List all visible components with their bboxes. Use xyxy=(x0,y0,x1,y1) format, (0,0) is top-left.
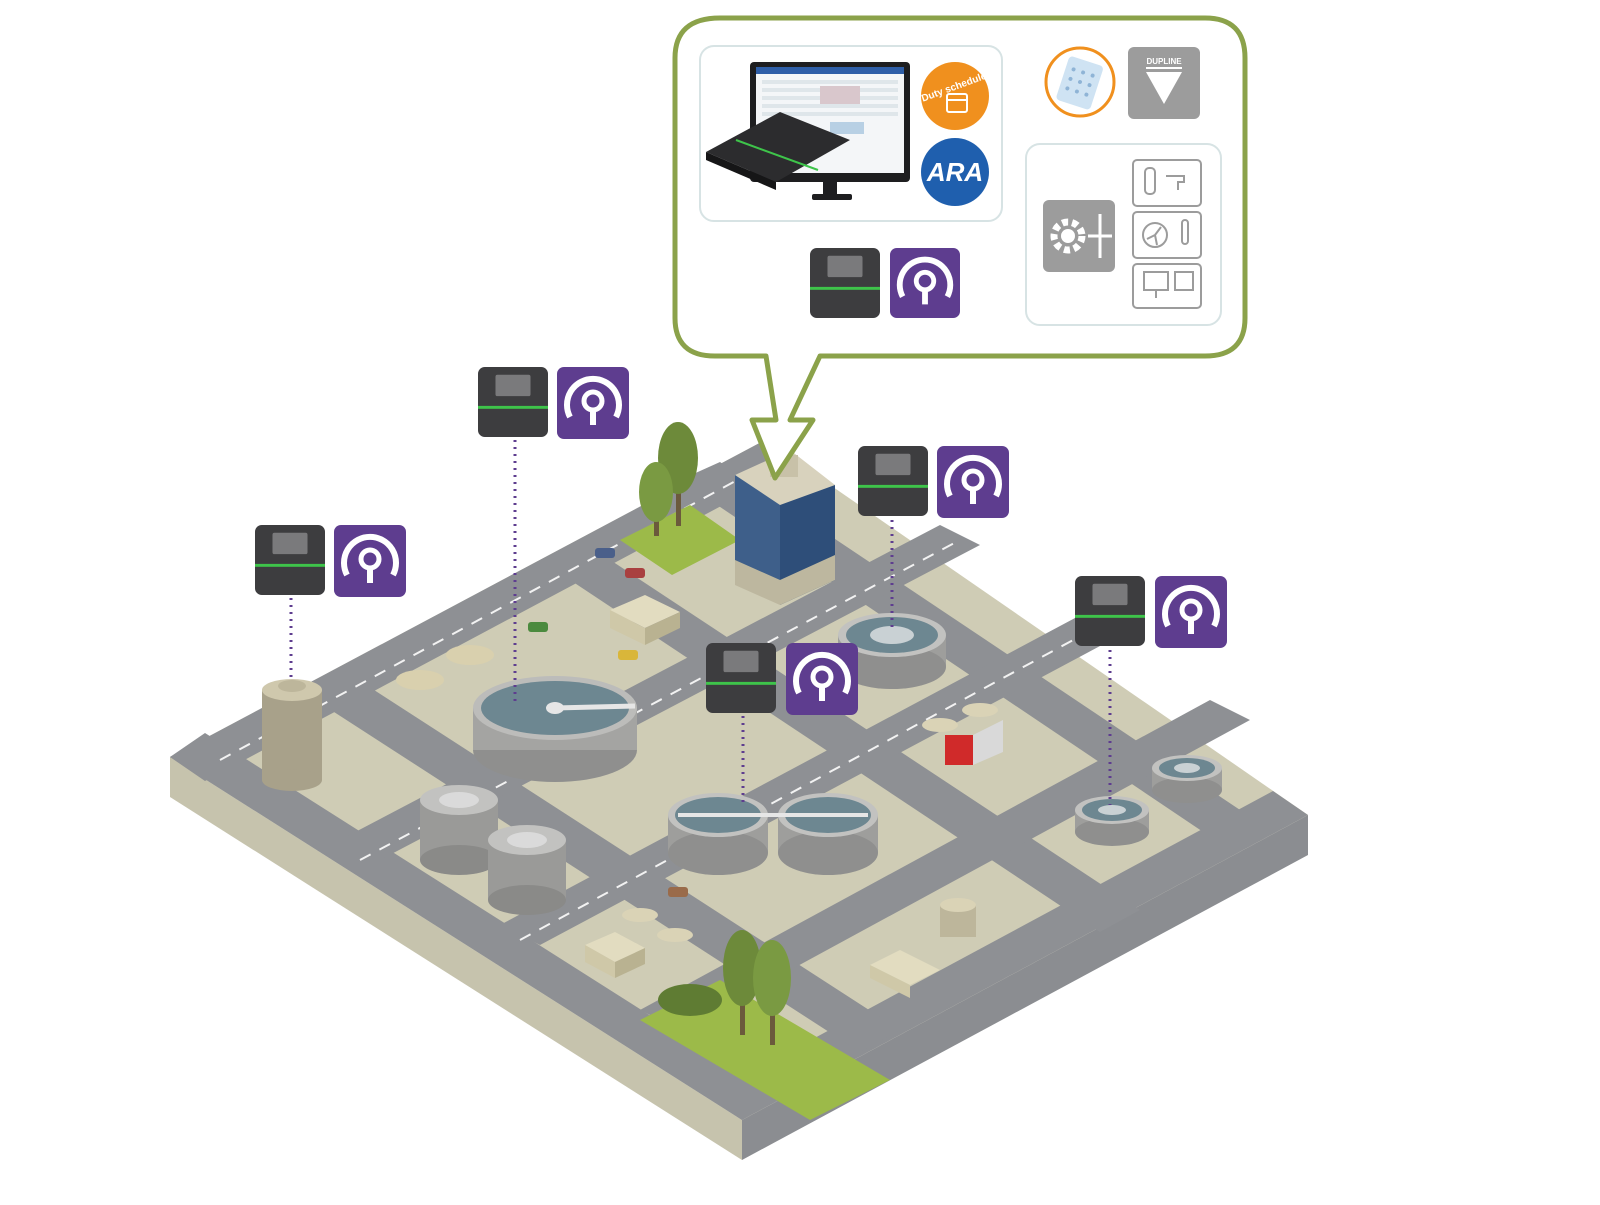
dupline-label: DUPLINE xyxy=(1146,57,1182,66)
duty-schedule-badge: Duty schedule xyxy=(920,62,989,130)
gateway-group-far-left xyxy=(255,525,406,682)
gear-hub-icon xyxy=(1043,200,1115,272)
gateway-icon xyxy=(858,446,928,516)
ara-label: ARA xyxy=(926,157,983,187)
storage-tanks-small xyxy=(396,645,494,690)
digester-tanks xyxy=(420,785,566,915)
callout-cloud-icon xyxy=(890,248,960,318)
pump-tap-icon xyxy=(1132,159,1202,207)
dupline-icon: DUPLINE xyxy=(1128,47,1200,119)
gateway-markers xyxy=(255,367,1227,805)
gateway-icon xyxy=(706,643,776,713)
vehicles xyxy=(528,548,1003,897)
cloud-access-icon xyxy=(557,367,629,439)
gateway-icon xyxy=(1075,576,1145,646)
fan-thermometer-icon xyxy=(1132,211,1202,259)
tablet-app-icon xyxy=(1044,46,1116,118)
callout-gateway-icon xyxy=(810,248,880,318)
cloud-access-icon xyxy=(786,643,858,715)
park-area xyxy=(620,422,890,1120)
gateway-icon xyxy=(255,525,325,595)
gateway-group-right xyxy=(1075,576,1227,805)
clarifier-large xyxy=(473,676,637,782)
cloud-access-icon xyxy=(334,525,406,597)
twin-clarifiers xyxy=(668,793,878,875)
scada-workstation xyxy=(706,62,910,200)
silo-left xyxy=(262,679,322,791)
office-tower xyxy=(735,450,835,605)
clarifiers-far-right xyxy=(1075,755,1222,846)
monitor-panel-icon xyxy=(1132,263,1202,309)
ara-badge: ARA xyxy=(921,138,989,206)
gateway-icon xyxy=(478,367,548,437)
cloud-access-icon xyxy=(937,446,1009,518)
utility-buildings xyxy=(585,595,998,998)
gateway-group-tower-right xyxy=(858,446,1009,630)
cloud-access-icon xyxy=(1155,576,1227,648)
gateway-group-center xyxy=(706,643,858,805)
